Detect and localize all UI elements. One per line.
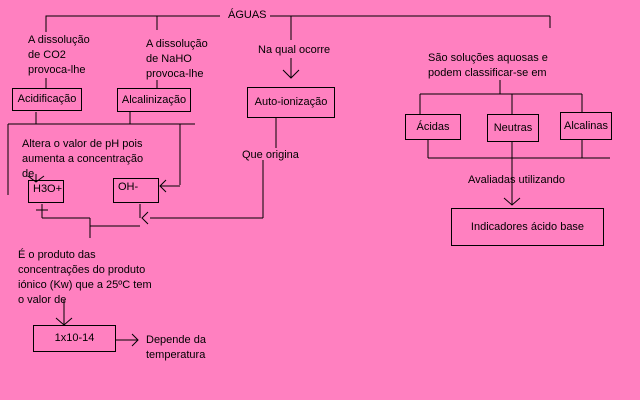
- alkaline-node: Alcalinas: [560, 112, 612, 140]
- oh-node: OH-: [113, 178, 159, 203]
- kw-note: É o produto das concentrações do produto…: [18, 249, 152, 306]
- acidic-node: Ácidas: [405, 114, 461, 140]
- autoionization-node: Auto-ionização: [247, 87, 335, 118]
- root-label: ÁGUAS: [228, 9, 267, 21]
- co2-note: A dissolução de CO2 provoca-lhe: [28, 34, 90, 76]
- depends-arrow: [131, 333, 139, 347]
- occurs-note: Na qual ocorre: [258, 44, 331, 56]
- indicators-node: Indicadores ácido base: [451, 208, 604, 246]
- occurs-arrow: [282, 69, 300, 79]
- h3o-node: H3O+: [28, 180, 64, 203]
- classify-note: São soluções aquosas e podem classificar…: [428, 52, 548, 79]
- depends-note: Depende da temperatura: [146, 334, 206, 361]
- evaluated-arrow: [503, 197, 521, 206]
- ph-arrow: [27, 175, 45, 183]
- kw-value-node: 1x10-14: [33, 325, 116, 352]
- oh-arrow: [159, 179, 167, 193]
- acidification-node: Acidificação: [12, 88, 82, 111]
- root-branch-line: [45, 15, 220, 32]
- naho-note: A dissolução de NaHO provoca-lhe: [146, 38, 208, 80]
- alkalinization-node: Alcalinização: [117, 88, 191, 112]
- evaluated-note: Avaliadas utilizando: [468, 174, 566, 186]
- autoionization-arrow: [141, 211, 149, 225]
- neutral-node: Neutras: [487, 114, 539, 142]
- ph-note: Altera o valor de pH pois aumenta a conc…: [22, 138, 144, 180]
- origin-note: Que origina: [242, 149, 299, 161]
